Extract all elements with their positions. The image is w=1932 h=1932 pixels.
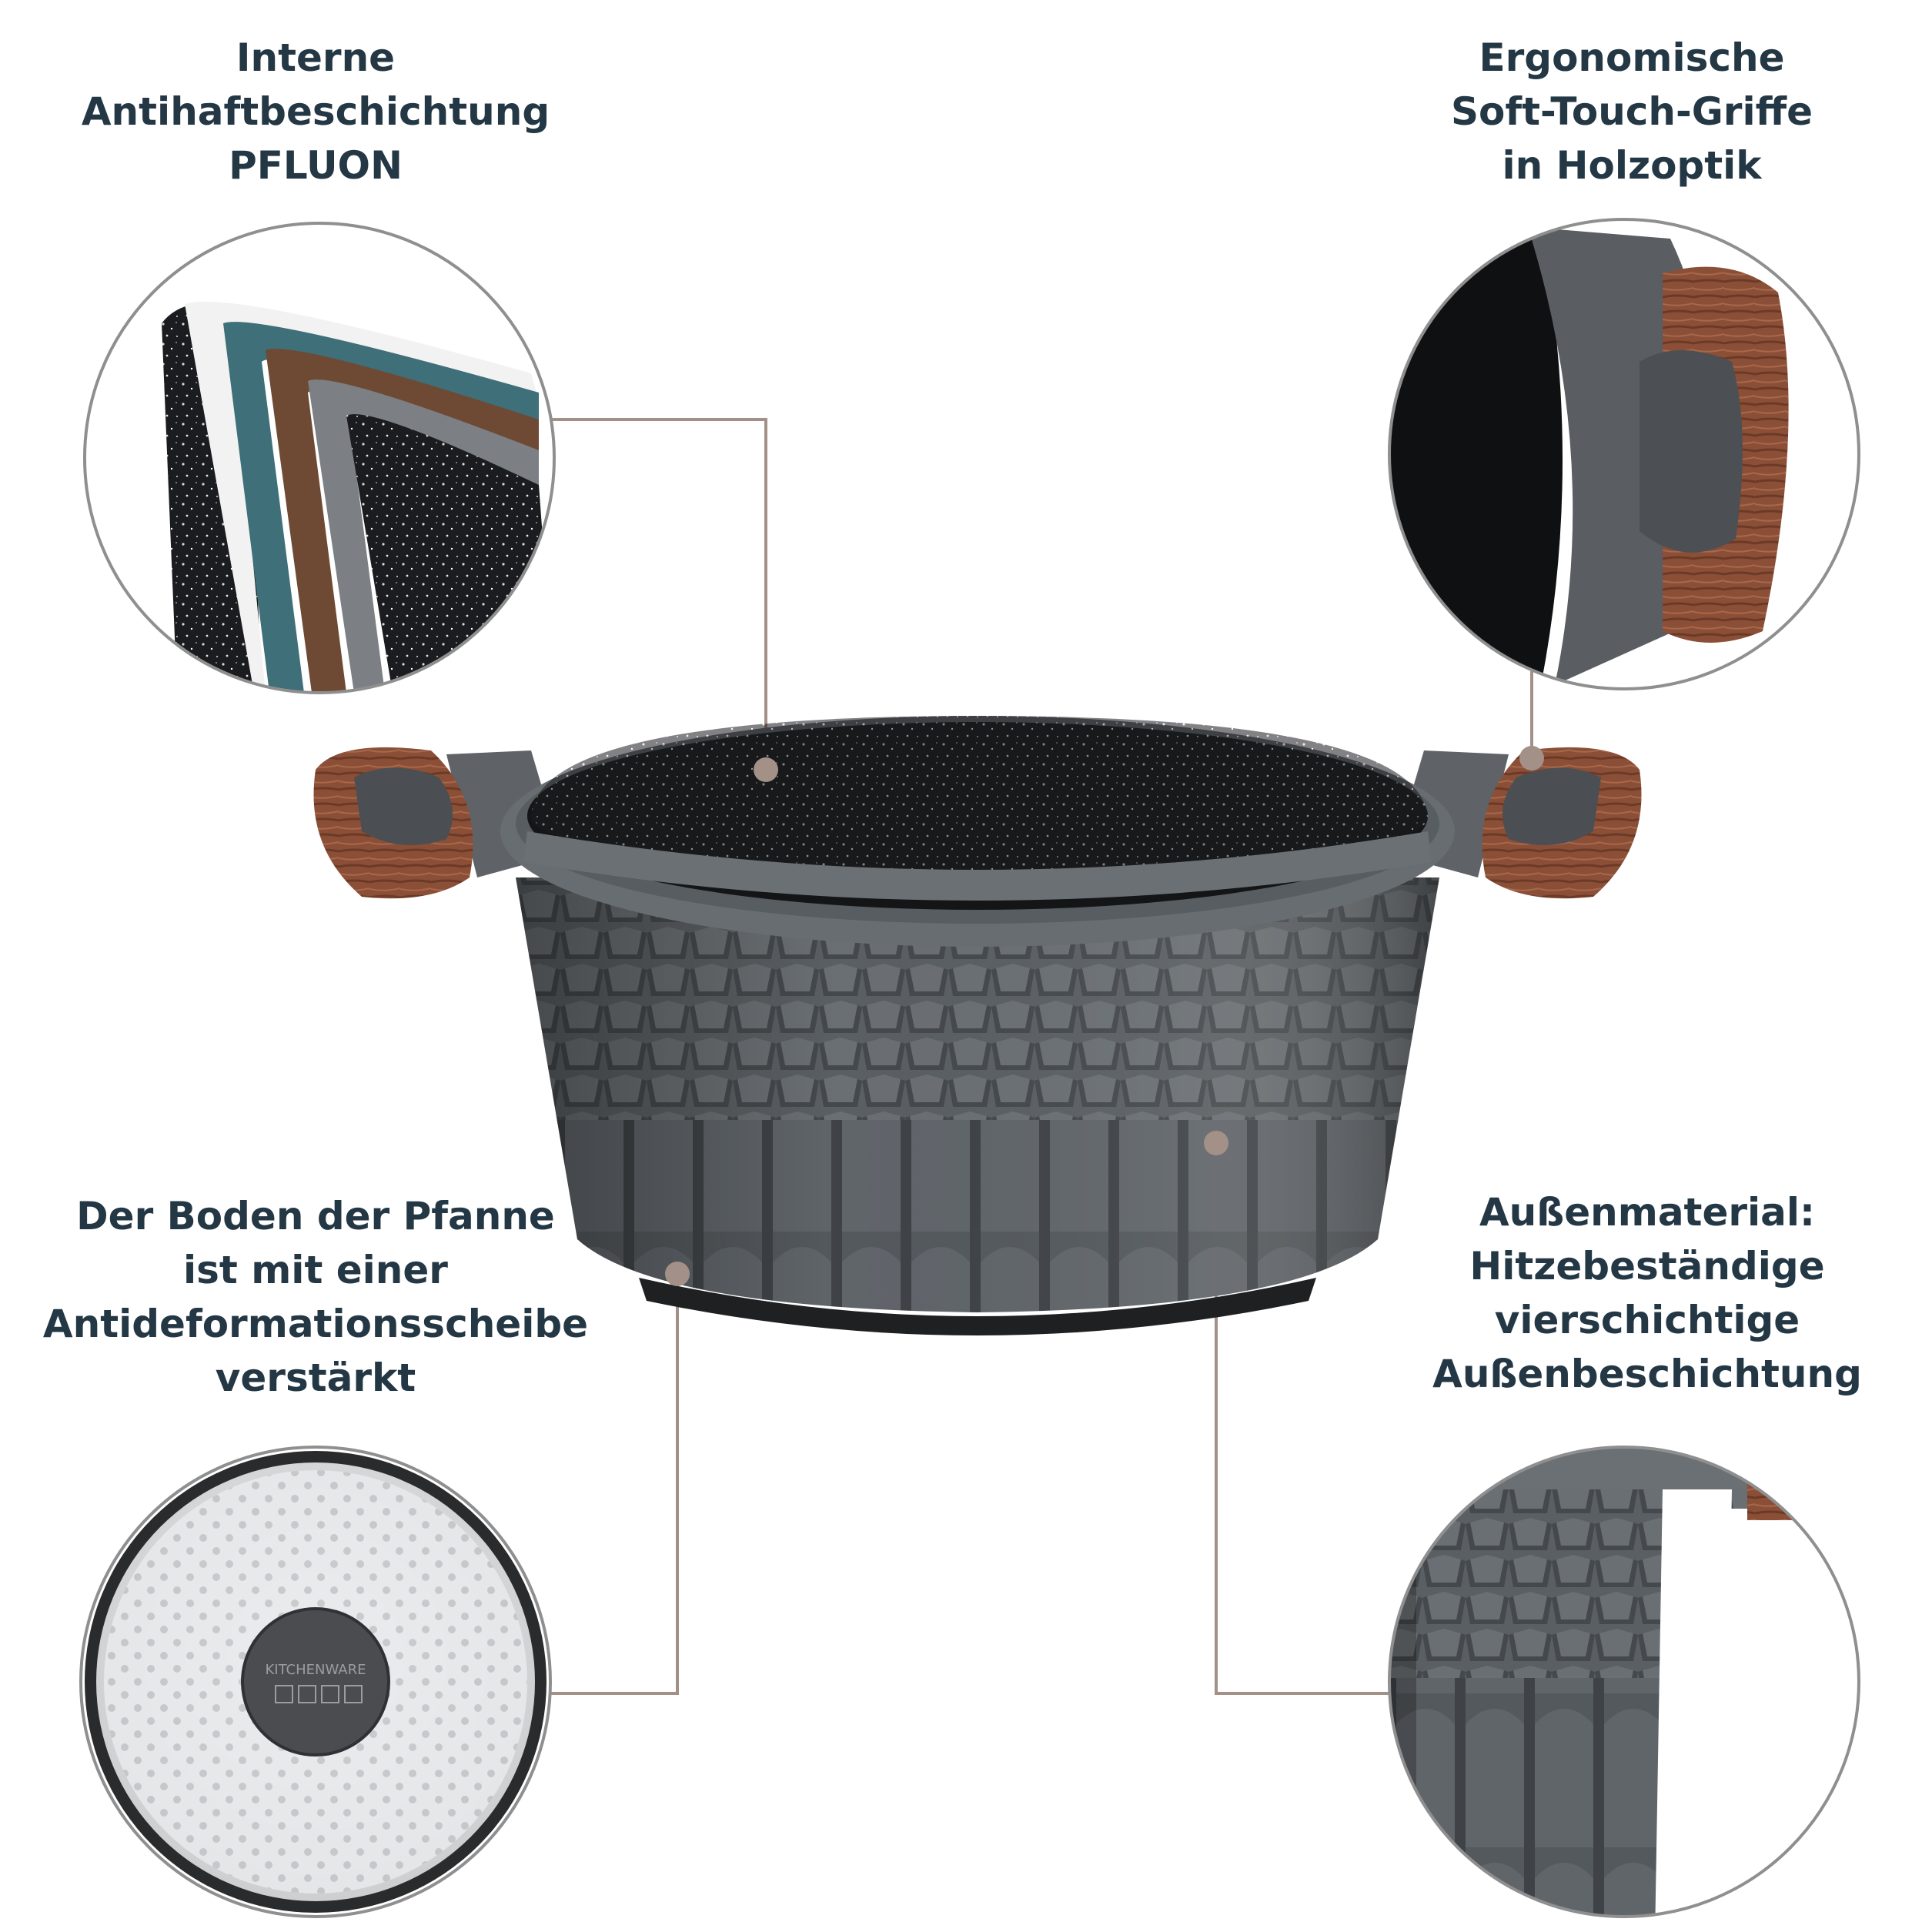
base-caption-line: Der Boden der Pfanne: [76, 1194, 555, 1238]
base-caption-line: ist mit einer: [183, 1248, 448, 1292]
coating-callout-dot: [754, 757, 778, 782]
coating-leader-line: [547, 418, 767, 770]
exterior-caption: Außenmaterial: Hitzebeständige vierschic…: [1393, 1185, 1901, 1401]
callout-dots: [665, 746, 1544, 1286]
cooking-pot: [313, 716, 1642, 1335]
base-detail-image: KITCHENWARE: [79, 1446, 552, 1918]
coating-detail-image: [83, 222, 556, 694]
base-plate-brand: KITCHENWARE: [265, 1662, 366, 1678]
base-caption-line: Antideformationsscheibe: [42, 1302, 589, 1346]
handles-callout-dot: [1519, 746, 1544, 770]
exterior-callout-dot: [1204, 1131, 1228, 1155]
handles-caption-line: in Holzoptik: [1502, 143, 1762, 188]
base-caption-line: verstärkt: [215, 1355, 416, 1400]
coating-caption-line: PFLUON: [229, 143, 403, 188]
handles-caption: Ergonomische Soft-Touch-Griffe in Holzop…: [1378, 31, 1886, 192]
base-callout-dot: [665, 1262, 690, 1286]
exterior-caption-line: Hitzebeständige: [1469, 1244, 1825, 1289]
exterior-caption-line: Außenmaterial:: [1479, 1190, 1816, 1235]
exterior-caption-line: Außenbeschichtung: [1432, 1352, 1862, 1396]
exterior-detail-image: [1388, 1446, 1860, 1918]
handles-caption-line: Ergonomische: [1479, 35, 1785, 80]
coating-caption-line: Antihaftbeschichtung: [81, 89, 550, 134]
leader-lines: [547, 418, 1533, 1695]
base-leader-line: [550, 1274, 679, 1695]
base-caption: Der Boden der Pfanne ist mit einer Antid…: [8, 1189, 623, 1405]
handles-caption-line: Soft-Touch-Griffe: [1450, 89, 1813, 134]
handle-detail-image: [1388, 218, 1860, 690]
coating-caption-line: Interne: [236, 35, 396, 80]
right-handle: [1393, 747, 1642, 899]
exterior-leader-line: [1215, 1143, 1405, 1695]
coating-caption: Interne Antihaftbeschichtung PFLUON: [62, 31, 570, 192]
exterior-caption-line: vierschichtige: [1494, 1298, 1800, 1342]
